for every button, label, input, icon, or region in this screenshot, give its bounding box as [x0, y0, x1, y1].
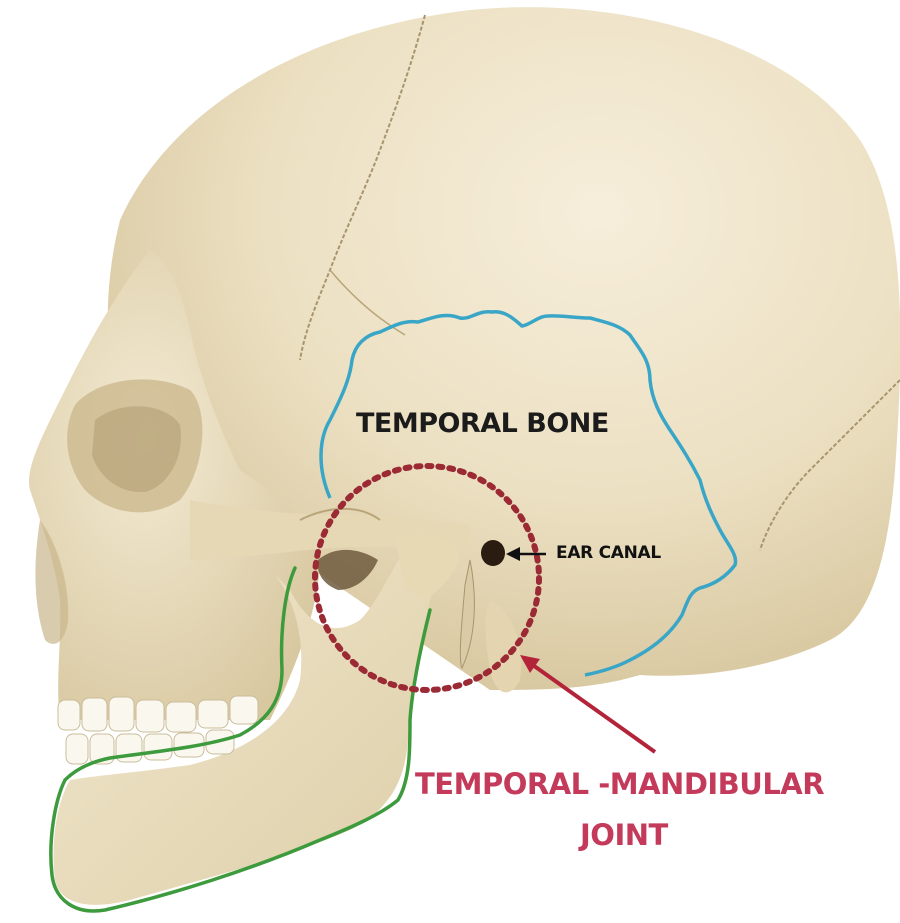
lower-teeth — [66, 730, 234, 764]
ear-canal-label: EAR CANAL — [556, 545, 661, 562]
ear-canal-hole — [481, 540, 505, 566]
tmj-label-line1: TEMPORAL -MANDIBULAR — [415, 770, 824, 799]
temporal-bone-label: TEMPORAL BONE — [356, 410, 609, 437]
tmj-label-line2: JOINT — [580, 821, 668, 850]
